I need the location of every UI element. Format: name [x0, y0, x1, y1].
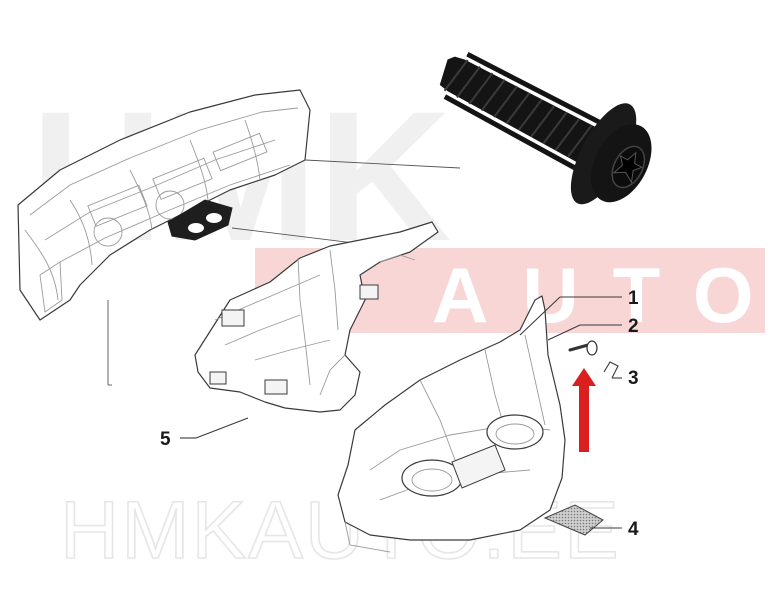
callout-leaders [180, 296, 622, 529]
torx-screw-icon [439, 51, 652, 205]
part-3-clip [603, 361, 619, 379]
red-arrow-icon [572, 368, 596, 452]
callout-numbers: 1 2 3 4 5 [160, 288, 639, 540]
part-5-support-bracket [194, 221, 439, 413]
dashboard-overview-drawing [17, 89, 461, 386]
watermark-sub-text: AUTO [432, 251, 771, 339]
callout-1: 1 [628, 288, 639, 309]
highlighted-console-area [167, 199, 233, 241]
callout-5: 5 [160, 429, 171, 450]
part-4-mat [543, 504, 604, 536]
callout-2: 2 [628, 316, 639, 337]
callout-3: 3 [628, 368, 639, 389]
part-2-screw [568, 340, 598, 356]
callout-4: 4 [628, 519, 639, 540]
part-1-console-panel [337, 295, 566, 553]
